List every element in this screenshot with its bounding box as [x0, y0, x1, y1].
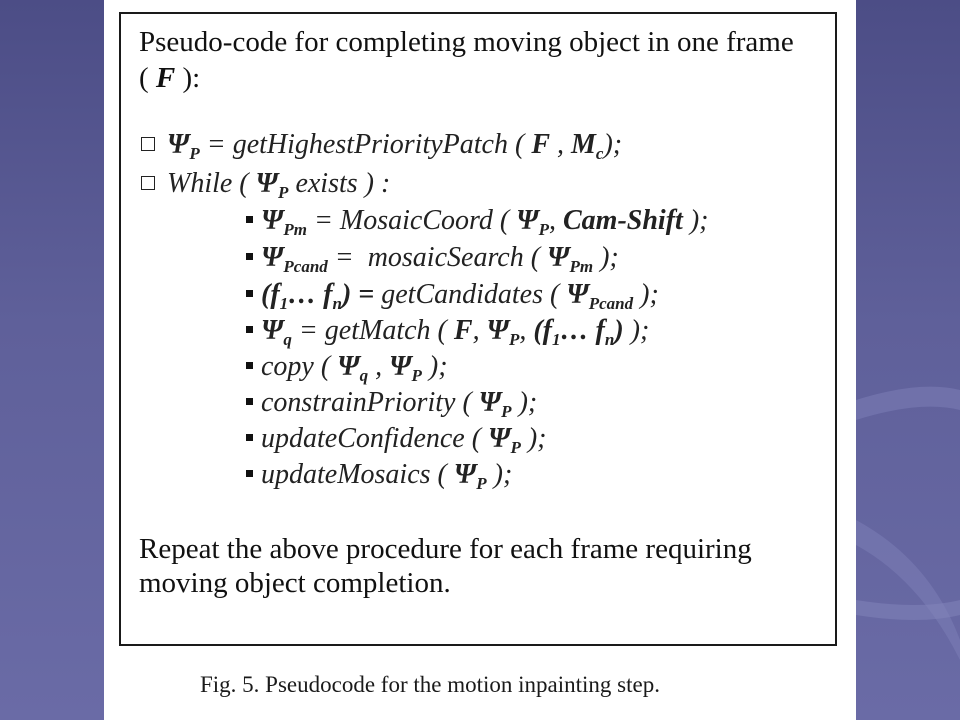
code-line: ΨPm = MosaicCoord ( ΨP, Cam-Shift );	[246, 204, 708, 247]
pseudocode-title: Pseudo-code for completing moving object…	[139, 26, 794, 94]
bullet-icon	[246, 253, 253, 260]
code-line: (f1… fn) = getCandidates ( ΨPcand );	[246, 278, 659, 321]
square-bullet-icon	[141, 137, 155, 151]
code-line: updateMosaics ( ΨP );	[246, 458, 512, 501]
bullet-icon	[246, 470, 253, 477]
code-line: ΨPcand = mosaicSearch ( ΨPm );	[246, 241, 619, 284]
code-line: constrainPriority ( ΨP );	[246, 386, 537, 429]
bullet-icon	[246, 398, 253, 405]
pseudocode-footer: Repeat the above procedure for each fram…	[139, 533, 752, 599]
bullet-icon	[246, 434, 253, 441]
code-line: Ψq = getMatch ( F, ΨP, (f1… fn) );	[246, 314, 649, 357]
bullet-icon	[246, 290, 253, 297]
code-line: While ( ΨP exists ) :	[141, 167, 390, 210]
bullet-icon	[246, 326, 253, 333]
code-line: updateConfidence ( ΨP );	[246, 422, 547, 465]
code-line: copy ( Ψq , ΨP );	[246, 350, 448, 393]
pseudocode-box: Pseudo-code for completing moving object…	[119, 12, 837, 646]
slide-content-panel: Pseudo-code for completing moving object…	[104, 0, 856, 720]
bullet-icon	[246, 216, 253, 223]
figure-caption: Fig. 5. Pseudocode for the motion inpain…	[200, 672, 660, 697]
bullet-icon	[246, 362, 253, 369]
code-line: ΨP = getHighestPriorityPatch ( F , Mc);	[141, 128, 622, 171]
square-bullet-icon	[141, 176, 155, 190]
